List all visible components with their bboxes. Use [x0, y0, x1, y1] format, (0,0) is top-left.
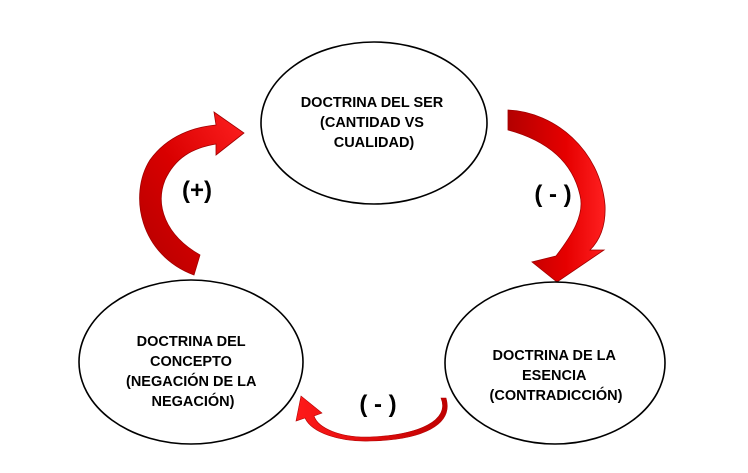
- node-label: DOCTRINA DEL CONCEPTO (NEGACIÓN DE LA NE…: [126, 334, 260, 410]
- edge-label-ser-to-esencia: ( - ): [534, 181, 571, 208]
- node-label-line: DOCTRINA DEL: [137, 334, 246, 350]
- node-doctrina-del-concepto: DOCTRINA DEL CONCEPTO (NEGACIÓN DE LA NE…: [78, 279, 304, 445]
- node-label: DOCTRINA DEL SER (CANTIDAD VS CUALIDAD): [301, 95, 448, 151]
- node-ellipse: [260, 41, 488, 205]
- node-label-line: (CANTIDAD VS: [320, 115, 424, 131]
- node-label-line: CONCEPTO: [150, 354, 232, 370]
- node-ellipse: [78, 279, 304, 445]
- node-label-line: (CONTRADICCIÓN): [490, 386, 623, 404]
- edge-label-concepto-to-ser: (+): [182, 177, 212, 204]
- node-label-line: DOCTRINA DE LA: [492, 348, 616, 364]
- arrow-esencia-to-concepto-icon: [295, 395, 448, 442]
- arrow-concepto-to-ser-icon: [139, 111, 245, 276]
- node-ellipse: [444, 281, 666, 445]
- edge-label-esencia-to-concepto: ( - ): [359, 391, 396, 418]
- node-doctrina-del-ser: DOCTRINA DEL SER (CANTIDAD VS CUALIDAD): [260, 41, 488, 205]
- node-label-line: NEGACIÓN): [152, 392, 235, 410]
- node-doctrina-de-la-esencia: DOCTRINA DE LA ESENCIA (CONTRADICCIÓN): [444, 281, 666, 445]
- node-label-line: ESENCIA: [522, 368, 587, 384]
- node-label-line: (NEGACIÓN DE LA: [126, 372, 257, 390]
- node-label-line: DOCTRINA DEL SER: [301, 95, 444, 111]
- node-label: DOCTRINA DE LA ESENCIA (CONTRADICCIÓN): [490, 348, 623, 404]
- node-label-line: CUALIDAD): [334, 135, 415, 151]
